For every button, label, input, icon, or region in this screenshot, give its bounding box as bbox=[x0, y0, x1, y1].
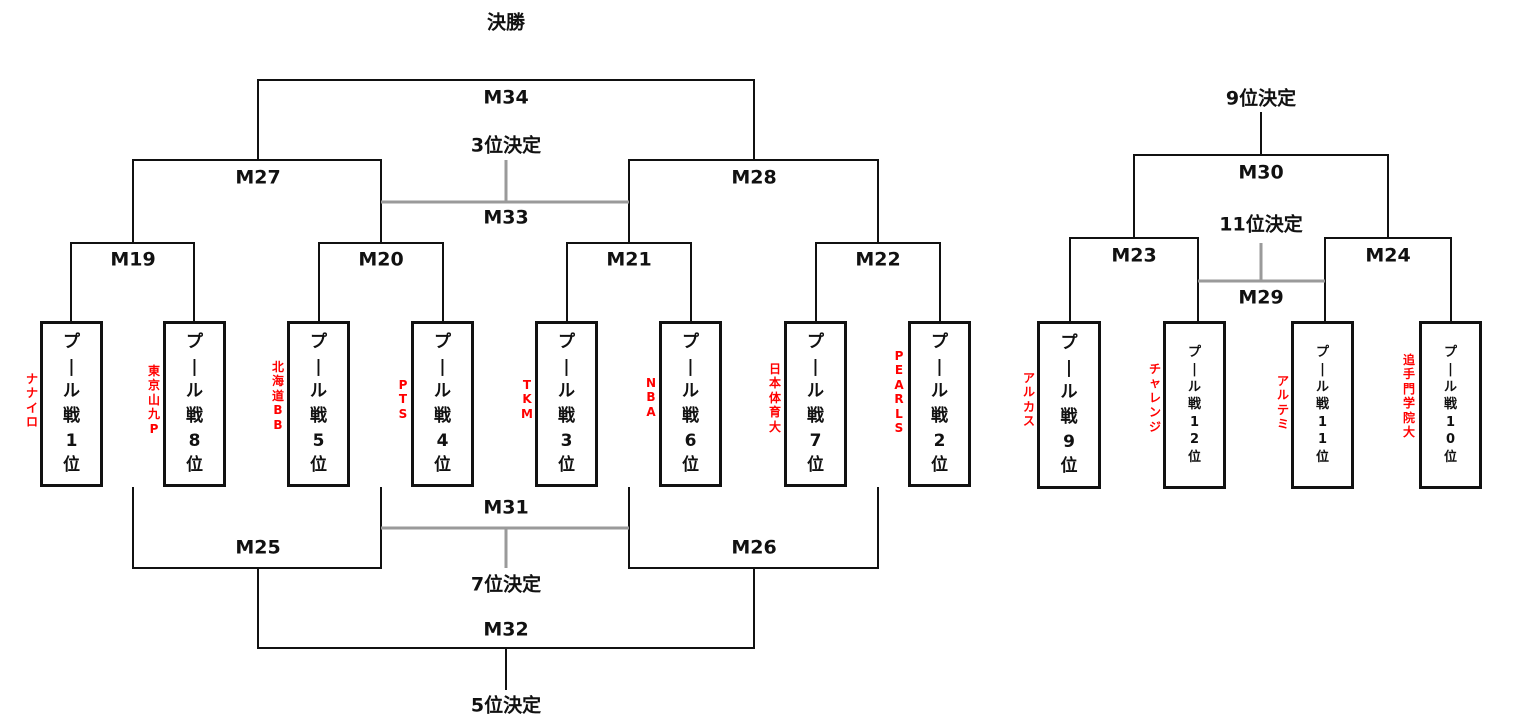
match-m27: M27 bbox=[235, 166, 281, 189]
match-m21: M21 bbox=[606, 248, 652, 271]
consolation-lines bbox=[381, 160, 1325, 568]
match-m30: M30 bbox=[1238, 161, 1284, 184]
match-m28: M28 bbox=[731, 166, 777, 189]
match-m31: M31 bbox=[483, 496, 529, 519]
team-label: 日本体育大 bbox=[768, 362, 782, 434]
match-m25: M25 bbox=[235, 536, 281, 559]
match-m23: M23 bbox=[1111, 244, 1157, 267]
line-m34 bbox=[257, 79, 755, 160]
team-label: アルカス bbox=[1022, 371, 1036, 429]
fifth-place-label: 5位決定 bbox=[470, 694, 542, 717]
match-m19: M19 bbox=[110, 248, 156, 271]
match-m33: M33 bbox=[483, 206, 529, 229]
final-label: 決勝 bbox=[486, 11, 526, 34]
third-place-label: 3位決定 bbox=[470, 134, 542, 157]
match-m32: M32 bbox=[483, 618, 529, 641]
match-m22: M22 bbox=[855, 248, 901, 271]
match-m26: M26 bbox=[731, 536, 777, 559]
seventh-place-label: 7位決定 bbox=[470, 573, 542, 596]
team-label: 追手門学院大 bbox=[1402, 353, 1416, 439]
match-m29: M29 bbox=[1238, 286, 1284, 309]
match-m20: M20 bbox=[358, 248, 404, 271]
match-m24: M24 bbox=[1365, 244, 1411, 267]
eleventh-place-label: 11位決定 bbox=[1219, 213, 1303, 236]
team-label: チャレンジ bbox=[1148, 362, 1162, 434]
ninth-place-label: 9位決定 bbox=[1225, 87, 1297, 110]
team-label: ナナイロ bbox=[25, 372, 39, 430]
match-m34: M34 bbox=[483, 86, 529, 109]
team-label: アルテミ bbox=[1276, 374, 1290, 432]
